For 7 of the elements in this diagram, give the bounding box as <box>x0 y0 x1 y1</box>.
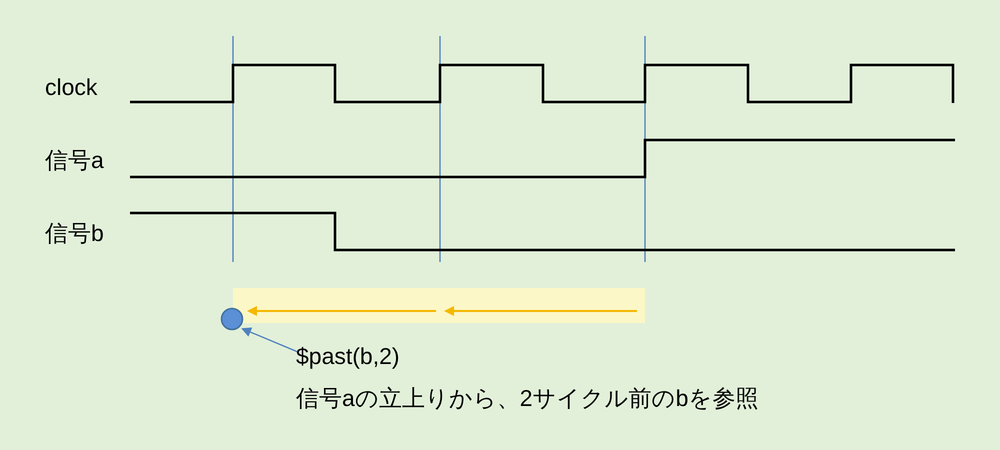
marker-circle <box>220 307 244 331</box>
annotation-text: $past(b,2) <box>296 342 401 371</box>
leader-line <box>241 327 298 353</box>
annotation-text: 信号aの立上りから、2サイクル前のbを参照 <box>296 384 760 413</box>
signal-label: clock <box>45 73 98 101</box>
signal-label: 信号a <box>45 146 104 174</box>
signal-label: 信号b <box>45 219 104 247</box>
